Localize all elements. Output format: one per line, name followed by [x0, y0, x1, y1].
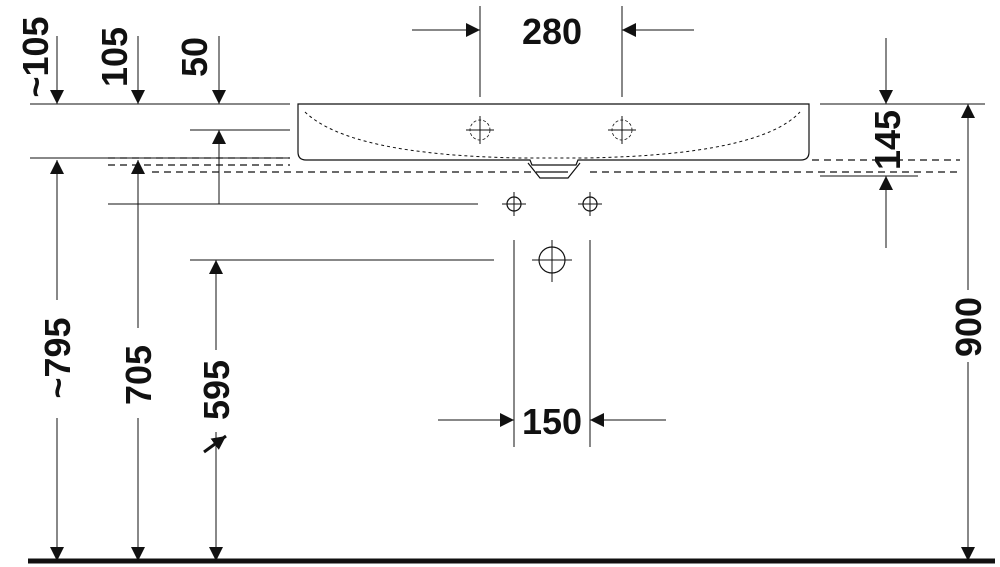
waste-connection — [532, 240, 572, 282]
dim-795-label: ~795 — [37, 317, 78, 398]
dim-150-label: 150 — [522, 401, 582, 442]
dim-595-label: 595 — [196, 360, 237, 420]
tap-hole-right — [608, 116, 636, 144]
dim-280-label: 280 — [522, 11, 582, 52]
dim-tilde105-label: ~105 — [15, 16, 56, 97]
tap-hole-left — [466, 116, 494, 144]
dim-145-label: 145 — [867, 110, 908, 170]
dim-105-label: 105 — [94, 27, 135, 87]
pointer-arrow — [203, 434, 227, 454]
dim-50-label: 50 — [174, 37, 215, 77]
dim-705-label: 705 — [118, 345, 159, 405]
supply-right — [578, 192, 602, 216]
supply-left — [502, 192, 526, 216]
dim-900-label: 900 — [948, 297, 989, 357]
washbasin-outline — [297, 103, 810, 179]
